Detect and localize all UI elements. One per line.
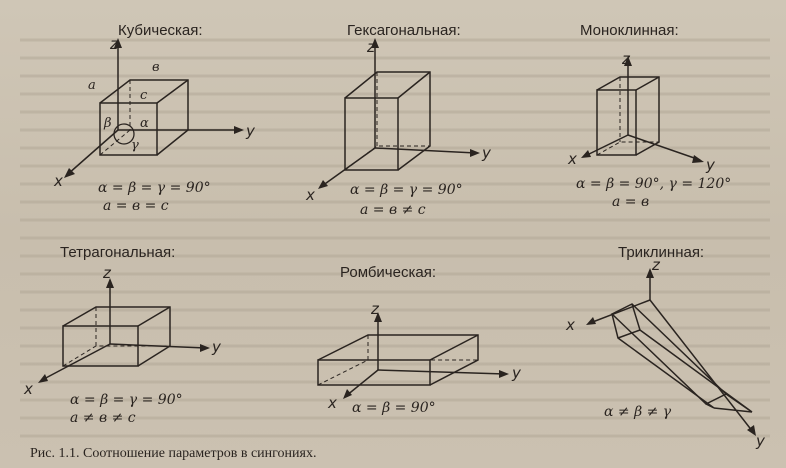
triclinic-x-axis-label: x — [566, 316, 575, 334]
monoclinic-y-axis-label: y — [706, 156, 715, 174]
cubic-title: Кубическая: — [118, 22, 203, 39]
monoclinic-formula-1: α = β = 90°, γ = 120° — [576, 176, 732, 192]
monoclinic-title: Моноклинная: — [580, 22, 679, 39]
cubic-y-axis-label: y — [246, 122, 255, 140]
tetragonal-x-axis-label: x — [24, 380, 33, 398]
orthorhombic-formula-1: α = β = 90° — [352, 400, 436, 416]
triclinic-z-axis-label: z — [652, 256, 660, 274]
monoclinic-formula-2: a = в — [612, 194, 650, 210]
hexagonal-y-axis-label: y — [482, 144, 491, 162]
tetragonal-title: Тетрагональная: — [60, 244, 176, 261]
hexagonal-cell — [318, 38, 480, 189]
cubic-c-label: c — [140, 88, 148, 103]
tetragonal-cell — [38, 278, 210, 383]
orthorhombic-cell — [317, 312, 509, 399]
triclinic-cell — [586, 268, 756, 436]
hexagonal-x-axis-label: x — [306, 186, 315, 204]
cubic-cell — [64, 38, 244, 178]
cubic-formula-1: α = β = γ = 90° — [98, 180, 211, 196]
orthorhombic-z-axis-label: z — [371, 300, 379, 318]
cubic-x-axis-label: x — [54, 172, 63, 190]
tetragonal-formula-2: a ≠ в ≠ c — [70, 410, 136, 426]
hexagonal-title: Гексагональная: — [347, 22, 461, 39]
hexagonal-formula-1: α = β = γ = 90° — [350, 182, 463, 198]
cubic-b-label: в — [152, 60, 160, 75]
cubic-gamma-label: γ — [131, 138, 139, 153]
hexagonal-z-axis-label: z — [367, 38, 375, 56]
tetragonal-z-axis-label: z — [103, 264, 111, 282]
triclinic-formula-1: α ≠ β ≠ γ — [604, 404, 672, 420]
triclinic-y-axis-label: y — [756, 432, 765, 450]
cubic-formula-2: a = в = c — [103, 198, 169, 214]
orthorhombic-y-axis-label: y — [512, 364, 521, 382]
cubic-alpha-label: α — [140, 116, 149, 131]
cubic-a-label: a — [88, 78, 96, 93]
hexagonal-formula-2: a = в ≠ c — [360, 202, 426, 218]
cubic-z-axis-label: z — [110, 35, 118, 53]
cubic-beta-label: β — [104, 116, 112, 131]
tetragonal-formula-1: α = β = γ = 90° — [70, 392, 183, 408]
tetragonal-y-axis-label: y — [212, 338, 221, 356]
monoclinic-z-axis-label: z — [622, 50, 630, 68]
monoclinic-cell — [581, 56, 704, 163]
figure-caption: Рис. 1.1. Соотношение параметров в синго… — [30, 446, 317, 461]
orthorhombic-x-axis-label: x — [328, 394, 337, 412]
orthorhombic-title: Ромбическая: — [340, 264, 436, 281]
triclinic-title: Триклинная: — [618, 244, 705, 261]
monoclinic-x-axis-label: x — [568, 150, 577, 168]
